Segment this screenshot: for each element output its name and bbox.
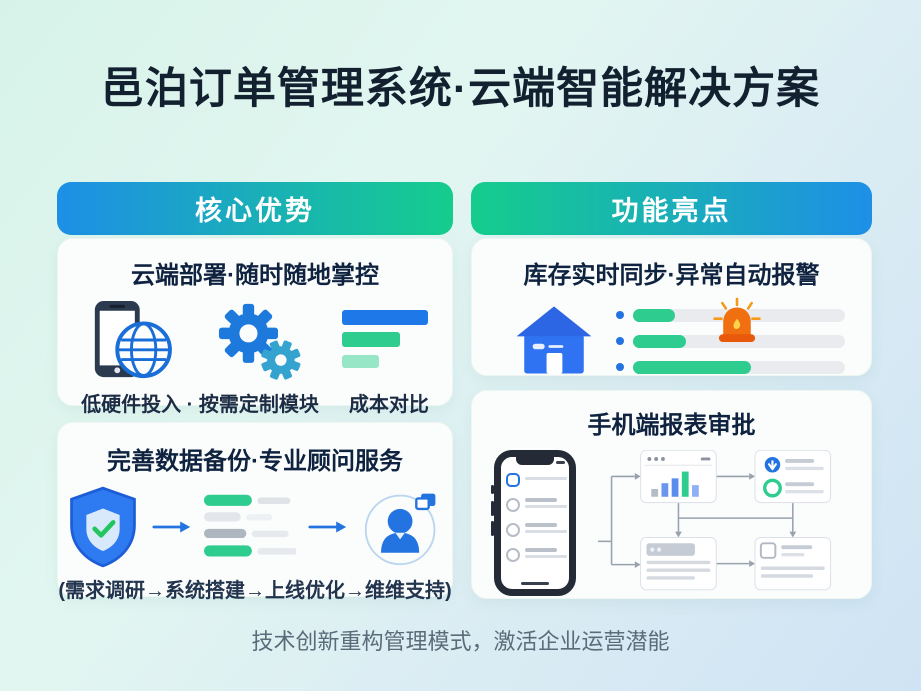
- actions-mini-card: [754, 450, 831, 504]
- backup-service-icons: [58, 484, 452, 570]
- phone-home-indicator: [520, 582, 549, 585]
- phone-button: [490, 501, 494, 516]
- item-icon: [505, 473, 520, 487]
- backup-service-title: 完善数据备份·专业顾问服务: [107, 448, 403, 475]
- cloud-deploy-caption: 低硬件投入 · 按需定制模块 成本对比: [58, 388, 452, 417]
- approval-mini-card: [754, 536, 831, 591]
- phone-button: [490, 521, 494, 536]
- chart-mini-card: [639, 450, 717, 504]
- document-mini-card: [639, 536, 717, 591]
- content-columns: 核心优势 云端部署·随时随地掌控: [57, 182, 872, 602]
- progress-fill: [633, 360, 751, 374]
- phone-list: [501, 457, 569, 562]
- report-flow-diagram: [597, 450, 831, 591]
- inventory-sync-graphic: [472, 297, 871, 376]
- backup-service-caption: (需求调研→系统搭建→上线优化→维维支持): [58, 580, 452, 602]
- sync-row: [616, 360, 845, 374]
- list-item: [505, 548, 567, 562]
- bullet-dot: [616, 363, 624, 371]
- flow-arrow-icon: [308, 521, 347, 533]
- list-item: [505, 523, 567, 537]
- mobile-report-card: 手机端报表审批: [471, 390, 872, 599]
- caption-right: 成本对比: [348, 394, 429, 416]
- list-item: [505, 498, 567, 512]
- feature-highlights-header: 功能亮点: [471, 182, 872, 235]
- warehouse-icon: [516, 306, 592, 374]
- bullet-dot: [616, 337, 624, 345]
- smartphone-mockup: [490, 450, 576, 596]
- gears-icon: [218, 303, 301, 380]
- phone-signal: [555, 461, 565, 464]
- cloud-deploy-icons: [58, 300, 452, 382]
- page-title: 邑泊订单管理系统·云端智能解决方案: [100, 65, 821, 113]
- list-item: [505, 473, 567, 487]
- footer-tagline: 技术创新重构管理模式，激活企业运营潜能: [251, 629, 670, 654]
- core-advantages-column: 核心优势 云端部署·随时随地掌控: [57, 182, 453, 602]
- phone-globe-icon: [94, 301, 172, 379]
- backup-service-card: 完善数据备份·专业顾问服务: [57, 422, 453, 602]
- feature-highlights-column: 功能亮点 库存实时同步·异常自动报警: [471, 182, 872, 599]
- item-icon: [505, 498, 520, 512]
- cost-bars-icon: [342, 310, 428, 368]
- backup-list-icon: [204, 494, 296, 557]
- progress-fill: [633, 334, 686, 348]
- phone-notch: [515, 456, 554, 465]
- bullet-dot: [616, 311, 624, 319]
- progress-fill: [633, 308, 675, 322]
- mobile-report-graphic: [472, 450, 871, 596]
- flow-arrow-icon: [152, 521, 191, 533]
- progress-track: [633, 360, 845, 374]
- core-advantages-header: 核心优势: [57, 182, 453, 235]
- alarm-icon: [712, 295, 762, 351]
- shield-check-icon: [70, 486, 136, 568]
- item-icon: [505, 523, 520, 537]
- item-icon: [505, 548, 520, 562]
- caption-left: 低硬件投入 · 按需定制模块: [81, 394, 319, 416]
- inventory-sync-title: 库存实时同步·异常自动报警: [523, 262, 820, 289]
- sync-progress-bars: [616, 297, 845, 374]
- inventory-sync-card: 库存实时同步·异常自动报警: [471, 238, 872, 376]
- mobile-report-title: 手机端报表审批: [587, 412, 756, 439]
- consultant-icon: [364, 493, 436, 566]
- cloud-deploy-card: 云端部署·随时随地掌控: [57, 238, 453, 416]
- phone-button: [490, 485, 494, 494]
- cloud-deploy-title: 云端部署·随时随地掌控: [131, 262, 379, 289]
